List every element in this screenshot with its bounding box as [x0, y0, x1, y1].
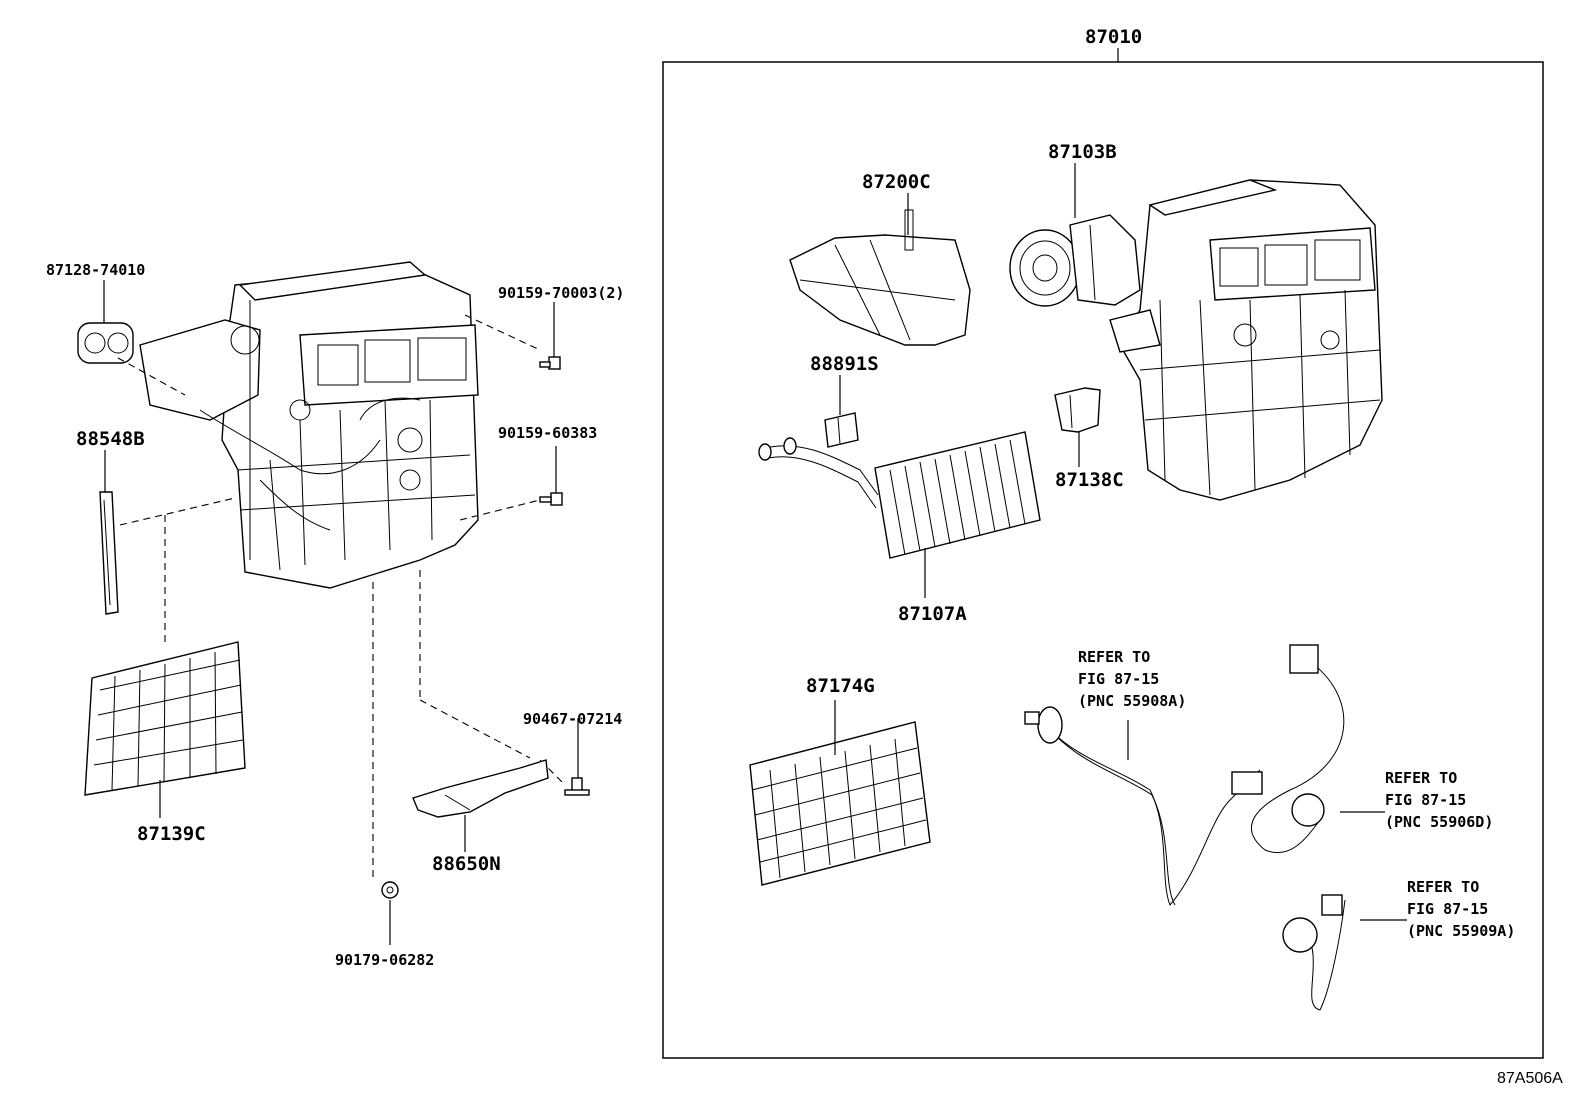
blower-case-87200C[interactable]: [789, 209, 971, 346]
screw-90159-70003[interactable]: [539, 345, 561, 370]
label-88548B[interactable]: 88548B: [76, 428, 145, 450]
label-88891S[interactable]: 88891S: [810, 353, 879, 375]
reference-55909A-line2: FIG 87-15: [1407, 900, 1488, 918]
diagram-id: 87A506A: [1497, 1070, 1563, 1087]
label-90179-06282[interactable]: 90179-06282: [335, 951, 434, 969]
heater-core-87107A[interactable]: [758, 431, 1041, 559]
blower-motor-87103B[interactable]: [1009, 214, 1141, 307]
plug-87128-74010[interactable]: [77, 322, 134, 364]
label-87107A[interactable]: 87107A: [898, 603, 967, 625]
heater-unit-housing: [139, 261, 479, 589]
reference-55908A-line1: REFER TO: [1078, 648, 1150, 666]
label-90467-07214[interactable]: 90467-07214: [523, 710, 622, 728]
sensor-harness: [1024, 644, 1346, 1011]
bracket-88650N[interactable]: [412, 759, 549, 818]
reference-55906D-line1: REFER TO: [1385, 769, 1457, 787]
assembly-part-number[interactable]: 87010: [1085, 26, 1142, 48]
seal-strip-88548B[interactable]: [99, 491, 119, 615]
nut-90179-06282[interactable]: [381, 881, 399, 899]
reference-55908A[interactable]: REFER TO FIG 87-15 (PNC 55908A): [1078, 648, 1186, 710]
assembly-frame: [662, 61, 1544, 1059]
label-87200C[interactable]: 87200C: [862, 171, 931, 193]
label-87138C[interactable]: 87138C: [1055, 469, 1124, 491]
reference-55906D[interactable]: REFER TO FIG 87-15 (PNC 55906D): [1385, 769, 1493, 831]
label-87103B[interactable]: 87103B: [1048, 141, 1117, 163]
clip-88891S[interactable]: [824, 412, 859, 448]
reference-55906D-line3: (PNC 55906D): [1385, 813, 1493, 831]
label-87174G[interactable]: 87174G: [806, 675, 875, 697]
clip-90467-07214[interactable]: [564, 777, 590, 796]
filter-87174G[interactable]: [749, 721, 931, 886]
hvac-case-assembly: [1109, 179, 1383, 501]
reference-55909A[interactable]: REFER TO FIG 87-15 (PNC 55909A): [1407, 878, 1515, 940]
label-90159-70003[interactable]: 90159-70003(2): [498, 284, 624, 302]
reference-55906D-line2: FIG 87-15: [1385, 791, 1466, 809]
label-87139C[interactable]: 87139C: [137, 823, 206, 845]
label-87128-74010[interactable]: 87128-74010: [46, 261, 145, 279]
reference-55908A-line2: FIG 87-15: [1078, 670, 1159, 688]
resistor-87138C[interactable]: [1054, 387, 1101, 433]
reference-55909A-line3: (PNC 55909A): [1407, 922, 1515, 940]
label-90159-60383[interactable]: 90159-60383: [498, 424, 597, 442]
screw-90159-60383[interactable]: [539, 492, 563, 506]
reference-55908A-line3: (PNC 55908A): [1078, 692, 1186, 710]
reference-55909A-line1: REFER TO: [1407, 878, 1479, 896]
filter-87139C[interactable]: [84, 641, 246, 796]
label-88650N[interactable]: 88650N: [432, 853, 501, 875]
